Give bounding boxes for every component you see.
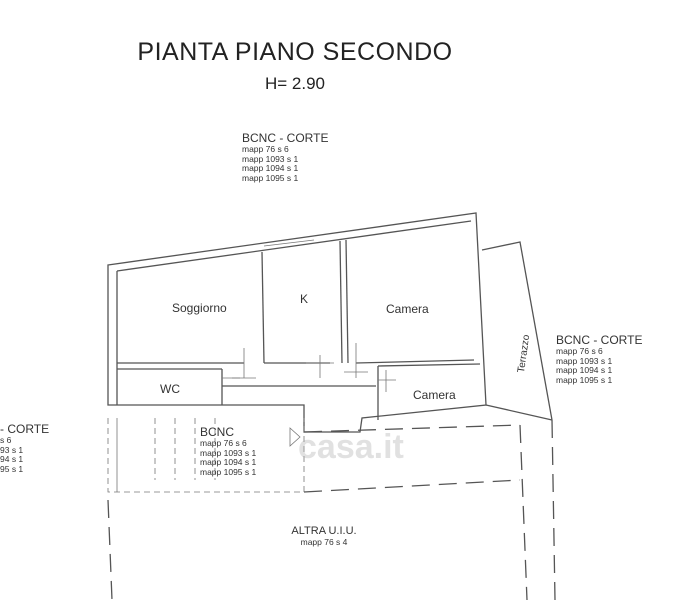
label-top-line: mapp 1094 s 1 (242, 163, 299, 173)
boundary-right-2 (551, 419, 556, 600)
boundary-left (107, 499, 113, 600)
stair-arrow (289, 427, 301, 447)
plan-title: PIANTA PIANO SECONDO (137, 38, 453, 66)
outer-wall (107, 212, 487, 433)
stair-outline (107, 418, 305, 493)
wall-camera2-top (377, 363, 481, 367)
label-top-head: BCNC - CORTE (242, 131, 329, 145)
label-top-line: mapp 1095 s 1 (242, 172, 299, 183)
room-label-wc: WC (160, 382, 180, 396)
label-left-line: 95 s 1 (0, 463, 24, 474)
terrace-edge (485, 404, 553, 421)
label-left-head: - CORTE (0, 422, 50, 436)
label-left-bcnc: - CORTE s 6 93 s 1 94 s 1 95 s 1 (0, 422, 49, 474)
label-center-line: mapp 1094 s 1 (200, 457, 257, 467)
label-center-head: BCNC (200, 425, 235, 439)
label-center-line: mapp 1095 s 1 (200, 466, 257, 477)
room-label-kitchen: K (300, 292, 309, 306)
label-center-line: mapp 1093 s 1 (200, 447, 257, 458)
door-mark-2 (306, 355, 334, 378)
label-other-unit-head: ALTRA U.I.U. (291, 525, 357, 537)
watermark-logo: casa.it (298, 428, 404, 466)
label-left-line: 93 s 1 (0, 444, 24, 455)
label-right-line: mapp 1093 s 1 (556, 355, 613, 366)
window-mark (263, 239, 315, 247)
boundary-right (519, 424, 528, 600)
room-label-camera-small: Camera (413, 388, 456, 402)
wall-soggiorno-kitchen (261, 251, 265, 364)
label-other-unit-line: mapp 76 s 4 (300, 537, 348, 547)
label-center-bcnc: BCNC mapp 76 s 6 mapp 1093 s 1 mapp 1094… (200, 425, 256, 477)
wall-kitchen-camera (339, 240, 343, 364)
terrace-outline (481, 241, 553, 421)
label-right-line: mapp 76 s 6 (556, 346, 603, 356)
outer-wall-inner-line (116, 220, 472, 272)
label-other-unit: ALTRA U.I.U. mapp 76 s 4 (282, 524, 366, 548)
label-top-line: mapp 76 s 6 (242, 144, 289, 154)
label-top-bcnc: BCNC - CORTE mapp 76 s 6 mapp 1093 s 1 m… (242, 131, 328, 183)
label-center-line: mapp 76 s 6 (200, 438, 247, 448)
boundary-mid (303, 424, 521, 433)
label-top-line: mapp 1093 s 1 (242, 153, 299, 164)
wall-corridor-top (355, 359, 475, 364)
label-right-line: mapp 1094 s 1 (556, 365, 613, 375)
label-left-line: 94 s 1 (0, 454, 24, 464)
label-right-head: BCNC - CORTE (556, 333, 643, 347)
room-label-camera: Camera (386, 302, 429, 316)
wall-kitchen-camera-2 (345, 239, 349, 364)
boundary-bottom (303, 479, 521, 493)
label-left-line: s 6 (0, 435, 12, 445)
label-right-bcnc: BCNC - CORTE mapp 76 s 6 mapp 1093 s 1 m… (556, 333, 642, 385)
door-mark-3 (344, 343, 368, 378)
room-label-soggiorno: Soggiorno (172, 301, 227, 315)
door-mark-4 (378, 370, 396, 392)
label-right-line: mapp 1095 s 1 (556, 374, 613, 385)
plan-height: H= 2.90 (264, 74, 325, 93)
